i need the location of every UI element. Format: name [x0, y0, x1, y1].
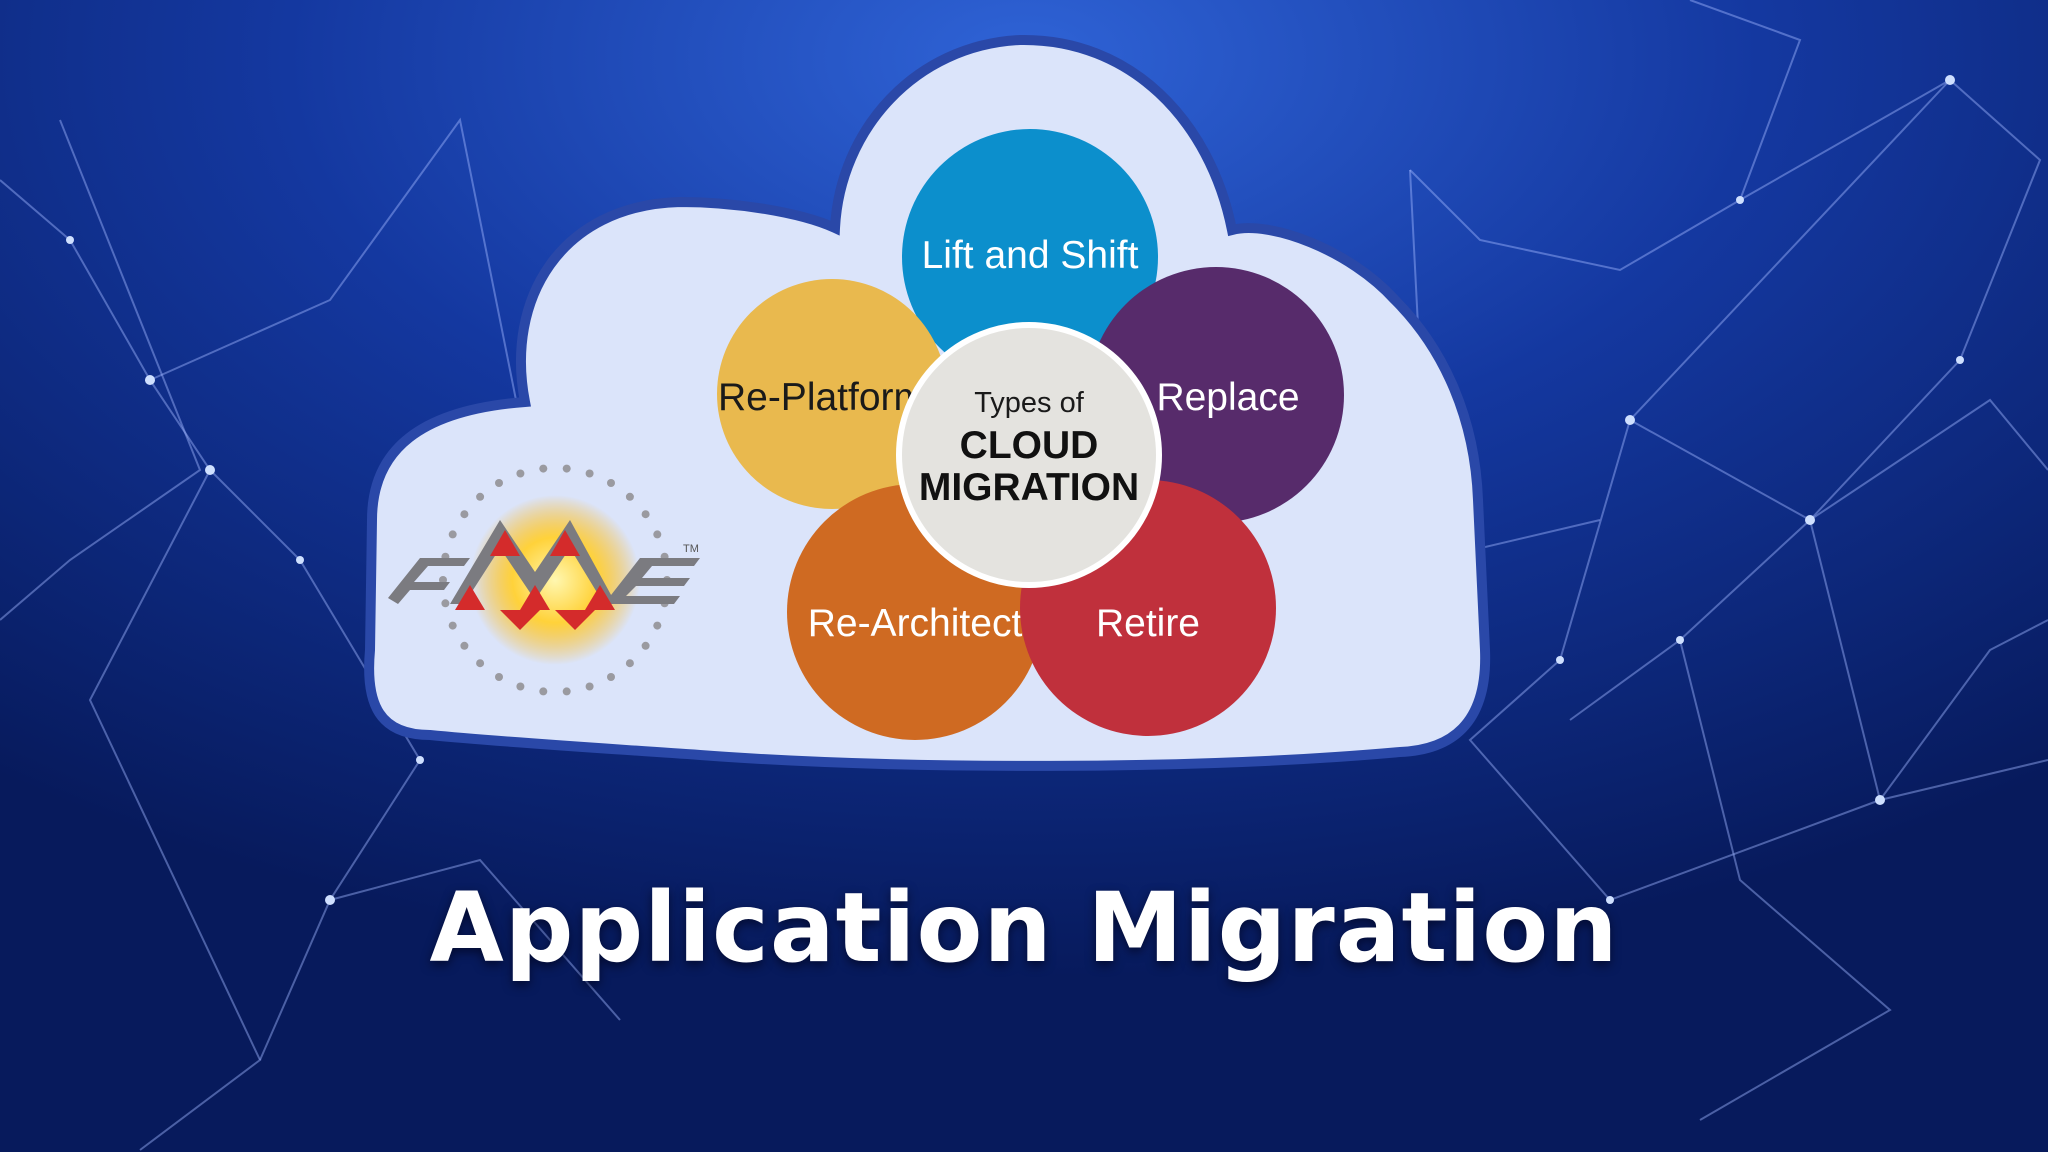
- logo-ring-dot: [476, 659, 485, 668]
- fme-logo: TM: [388, 464, 700, 696]
- petal-lift-and-shift: Lift and Shift: [902, 129, 1158, 385]
- logo-ring-dot: [539, 687, 548, 696]
- logo-trademark: TM: [683, 543, 699, 555]
- logo-ring-dot: [625, 659, 634, 668]
- logo-ring-dot: [562, 464, 571, 473]
- logo-letters: [388, 520, 700, 630]
- logo-ring-dot: [516, 469, 525, 478]
- petal-re-platform: Re-Platform: [717, 279, 947, 509]
- petal-label-re-platform: Re-Platform: [718, 376, 926, 419]
- logo-ring-dot: [607, 479, 615, 487]
- center-line2: CLOUD: [960, 424, 1099, 467]
- logo-ring-dot: [641, 510, 650, 519]
- logo-ring-dot: [460, 641, 469, 650]
- petal-circle-lift-and-shift: [902, 129, 1158, 385]
- page-title: Application Migration: [429, 872, 1619, 984]
- logo-ring-dot: [476, 492, 485, 501]
- center-circle: [896, 322, 1162, 588]
- logo-ring-dot: [495, 479, 503, 487]
- petal-label-retire: Retire: [1096, 602, 1200, 645]
- center-hub: Types of CLOUD MIGRATION: [896, 322, 1162, 588]
- logo-ring-dot: [460, 510, 469, 519]
- logo-ring-dot: [441, 599, 450, 608]
- logo-ring-dot: [641, 641, 650, 650]
- petal-label-lift-and-shift: Lift and Shift: [922, 234, 1139, 277]
- logo-ring-dot: [653, 621, 662, 630]
- logo-ring-dot: [448, 621, 457, 630]
- center-line3: MIGRATION: [919, 466, 1139, 509]
- logo-ring-dot: [625, 492, 634, 501]
- network-nodes: [66, 75, 1964, 905]
- logo-ring-dot: [585, 682, 594, 691]
- logo-sun: [470, 495, 640, 665]
- petal-circle-re-platform: [717, 279, 947, 509]
- logo-ring-dot: [516, 682, 525, 691]
- logo-ring-dot: [585, 469, 594, 478]
- petal-label-replace: Replace: [1156, 376, 1299, 419]
- logo-ring-dot: [495, 673, 503, 681]
- center-line1: Types of: [974, 387, 1085, 419]
- logo-ring-dot: [539, 464, 548, 473]
- logo-ring-dot: [653, 530, 662, 539]
- petal-label-re-architect: Re-Architect: [808, 602, 1023, 645]
- logo-ring-dot: [562, 687, 571, 696]
- logo-ring-dot: [607, 673, 615, 681]
- logo-ring-dot: [448, 530, 457, 539]
